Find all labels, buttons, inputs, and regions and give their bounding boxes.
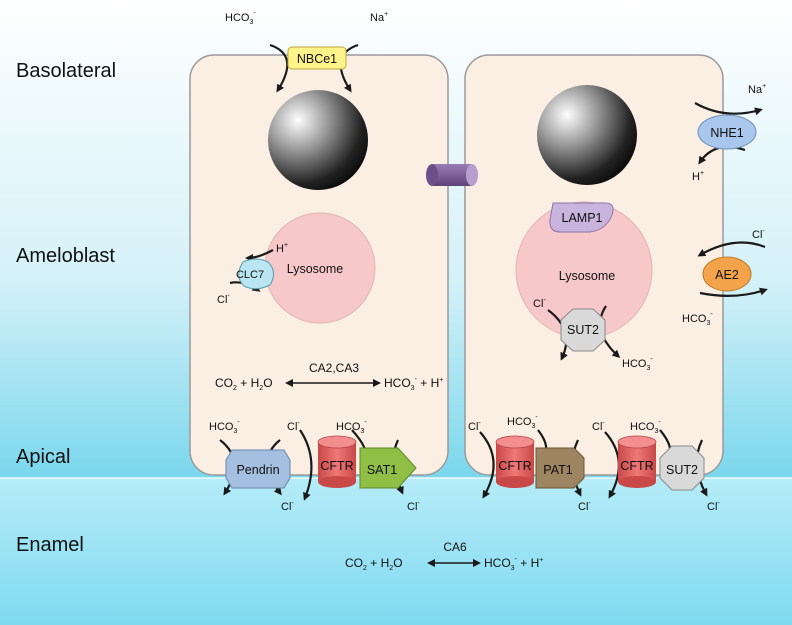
sat1-label: SAT1 [367, 463, 397, 477]
region-label-ameloblast: Ameloblast [16, 245, 115, 267]
sat1-cl-ion: Cl- [407, 500, 420, 513]
reaction-enamel-right: HCO3- + H+ [484, 556, 543, 572]
reaction-cell-right: HCO3- + H+ [384, 376, 443, 392]
pendrin-hco3-ion: HCO3- [209, 419, 240, 435]
nhe1-na-ion: Na+ [748, 83, 766, 96]
nhe1-h-ion: H+ [692, 170, 704, 183]
cftr-1-cl-ion: Cl- [287, 420, 300, 433]
pat1-cl-ion: Cl- [578, 500, 591, 513]
pendrin-label: Pendrin [236, 463, 279, 477]
pat1-label: PAT1 [543, 463, 572, 477]
reaction-enamel-enzyme: CA6 [443, 540, 467, 554]
pat1-transporter: PAT1 HCO3- Cl- [507, 414, 591, 513]
lamp1-protein: LAMP1 [549, 202, 614, 233]
region-label-enamel: Enamel [16, 534, 84, 556]
clc7-h-ion: H+ [276, 242, 288, 255]
sut2-lysosomal-hco3-ion: HCO3- [622, 356, 653, 372]
ae2-transporter: AE2 Cl- HCO3- [682, 228, 768, 327]
pendrin-cl-ion: Cl- [281, 500, 294, 513]
sut2-lysosomal-transporter: SUT2 Cl- HCO3- [533, 297, 653, 372]
lysosome-right-label: Lysosome [559, 269, 616, 283]
sat1-transporter: SAT1 HCO3- Cl- [336, 419, 420, 513]
region-label-basolateral: Basolateral [16, 60, 116, 82]
nucleus-right [537, 85, 637, 185]
nhe1-label: NHE1 [710, 126, 743, 140]
cftr-transporter-2: CFTR Cl- [468, 420, 535, 499]
reaction-cell-left: CO2 + H2O [215, 376, 273, 392]
ae2-cl-ion: Cl- [752, 228, 765, 241]
clc7-cl-ion: Cl- [217, 293, 230, 306]
nucleus-left [268, 90, 368, 190]
cftr-label-2: CFTR [498, 459, 531, 473]
sut2-apical-transporter: SUT2 HCO3- Cl- [630, 419, 720, 513]
gap-junction [426, 164, 478, 186]
sut2-lysosomal-cl-ion: Cl- [533, 297, 546, 310]
region-label-apical: Apical [16, 446, 70, 468]
cftr-transporter-1: CFTR Cl- [287, 420, 357, 501]
cftr-label-1: CFTR [320, 459, 353, 473]
clc7-label: CLC7 [236, 269, 264, 281]
sut2-lysosomal-label: SUT2 [567, 323, 599, 337]
reaction-enamel-left: CO2 + H2O [345, 556, 403, 572]
enamel-layer [0, 478, 792, 625]
intracellular-carbonic-anhydrase-reaction: CO2 + H2O CA2,CA3 HCO3- + H+ [215, 361, 443, 392]
reaction-cell-enzyme: CA2,CA3 [309, 361, 359, 375]
enamel-carbonic-anhydrase-reaction: CO2 + H2O CA6 HCO3- + H+ [345, 540, 543, 572]
clc7-transporter: CLC7 H+ Cl- [217, 242, 288, 306]
cftr-transporter-3: CFTR Cl- [592, 420, 657, 499]
sut2-apical-label: SUT2 [666, 463, 698, 477]
lysosome-left-label: Lysosome [287, 262, 344, 276]
nhe1-transporter: NHE1 Na+ H+ [692, 83, 766, 183]
sut2-apical-cl-ion: Cl- [707, 500, 720, 513]
ae2-hco3-ion: HCO3- [682, 311, 713, 327]
nbce1-label: NBCe1 [297, 52, 337, 66]
sat1-hco3-ion: HCO3- [336, 419, 367, 435]
nbce1-hco3-ion: HCO3- [225, 10, 256, 26]
cftr-label-3: CFTR [620, 459, 653, 473]
sut2-apical-hco3-ion: HCO3- [630, 419, 661, 435]
ae2-label: AE2 [715, 268, 739, 282]
nbce1-na-ion: Na+ [370, 11, 388, 24]
nbce1-transporter: NBCe1 HCO3- Na+ [225, 10, 388, 93]
pat1-hco3-ion: HCO3- [507, 414, 538, 430]
lamp1-label: LAMP1 [562, 211, 603, 225]
cftr-2-cl-ion: Cl- [468, 420, 481, 433]
cftr-3-cl-ion: Cl- [592, 420, 605, 433]
pendrin-transporter: Pendrin HCO3- Cl- [209, 419, 294, 513]
